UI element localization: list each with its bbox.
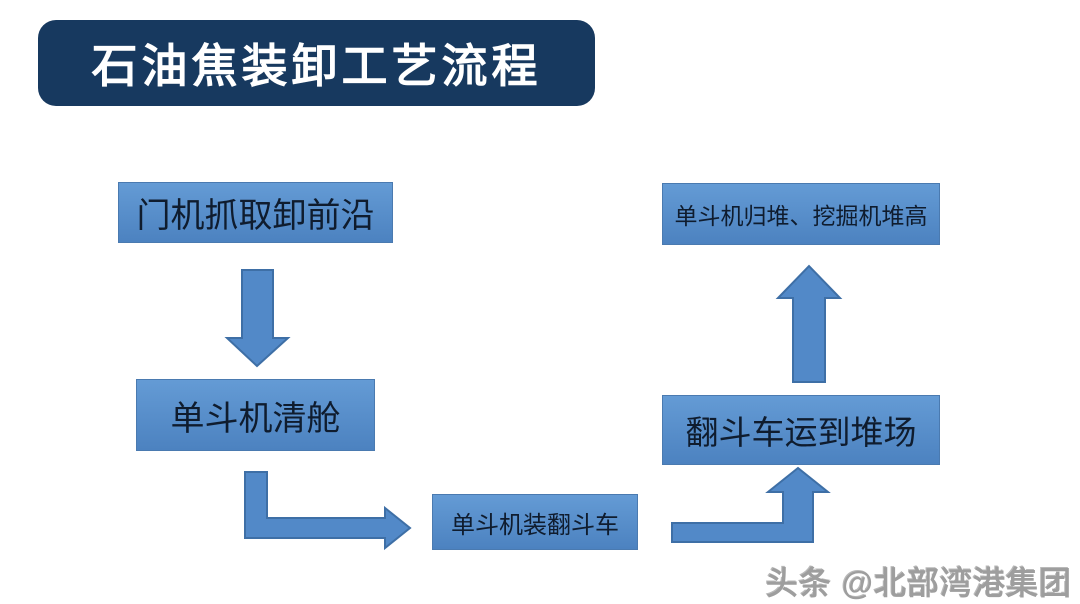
flow-node-label: 单斗机清舱 (170, 400, 341, 438)
flow-node-stacking-piling: 单斗机归堆、挖掘机堆高 (662, 183, 940, 245)
flow-node-label: 单斗机装翻斗车 (451, 512, 619, 539)
arrow-elbow-right-up-icon (671, 466, 831, 543)
flow-node-label: 翻斗车运到堆场 (685, 416, 917, 452)
flow-node-label: 门机抓取卸前沿 (136, 198, 375, 235)
watermark: 头条 @北部湾港集团 (765, 565, 1072, 601)
title-banner: 石油焦装卸工艺流程 (38, 20, 595, 106)
flow-node-dump-truck-to-yard: 翻斗车运到堆场 (662, 395, 940, 465)
page-title: 石油焦装卸工艺流程 (91, 40, 542, 92)
flow-node-bucket-machine-load-truck: 单斗机装翻斗车 (432, 494, 638, 550)
arrow-down-icon (224, 269, 291, 368)
flow-node-bucket-machine-clean-hold: 单斗机清舱 (136, 379, 375, 451)
flow-node-label: 单斗机归堆、挖掘机堆高 (674, 204, 928, 229)
flow-node-gantry-crane-unload: 门机抓取卸前沿 (118, 182, 393, 243)
arrow-up-icon (775, 264, 843, 383)
arrow-elbow-down-right-icon (244, 471, 412, 551)
